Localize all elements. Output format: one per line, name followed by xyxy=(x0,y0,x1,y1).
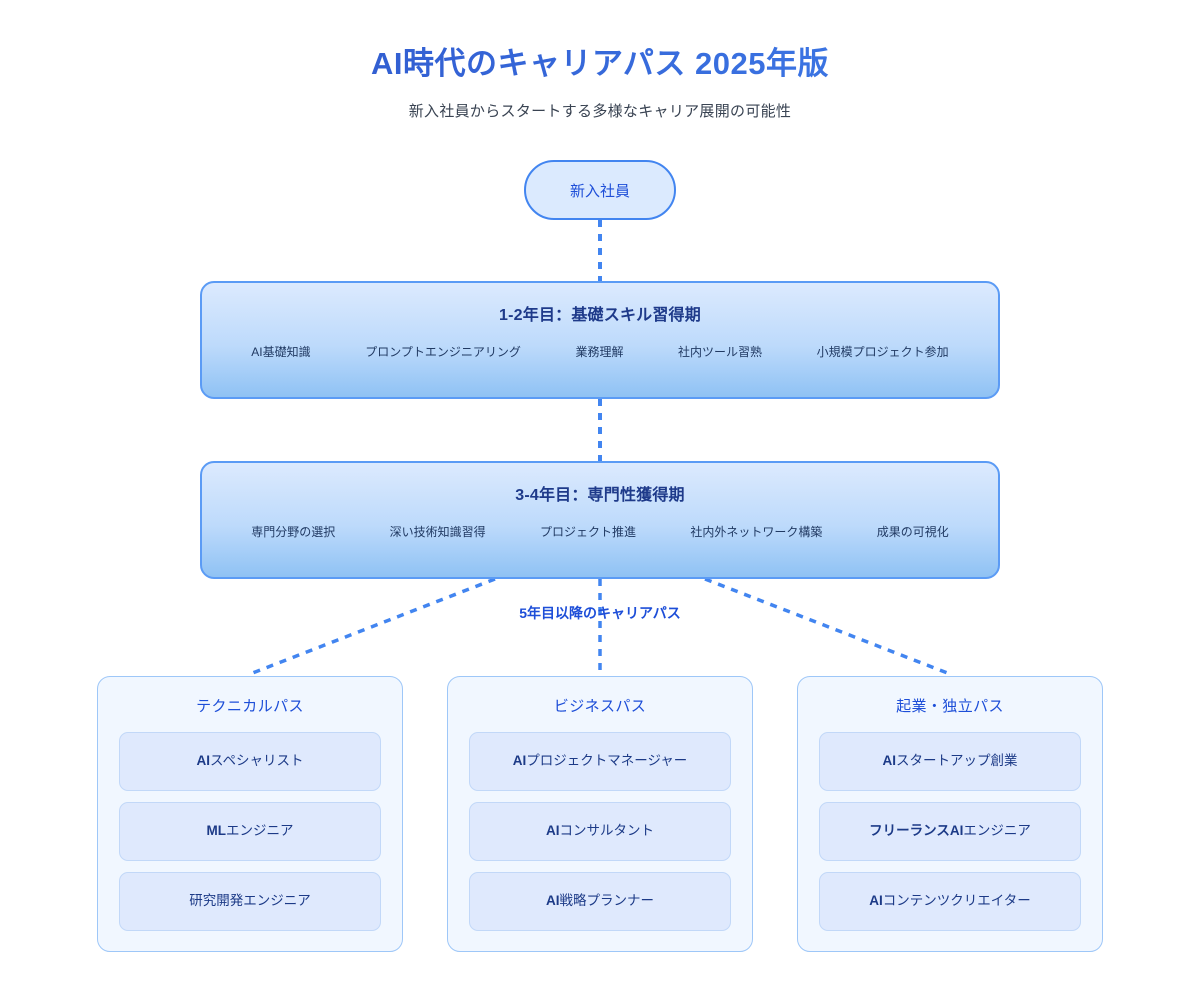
role-emphasis: ML xyxy=(206,823,227,839)
role-label: プロジェクトマネージャー xyxy=(526,753,688,769)
stage-2-skill: 深い技術知識習得 xyxy=(389,525,486,539)
stage-box-1[interactable]: 1-2年目：基礎スキル習得期 AI基礎知識 プロンプトエンジニアリング 業務理解 社内… xyxy=(200,281,1000,399)
connector-stage2-to-entrepreneur xyxy=(704,577,951,676)
start-node-label: 新入社員 xyxy=(569,182,630,200)
stage-1-skill: AI基礎知識 xyxy=(251,345,311,359)
stage-1-title: 1-2年目：基礎スキル習得期 xyxy=(499,307,701,324)
stage-2-title: 3-4年目：専門性獲得期 xyxy=(515,487,685,504)
stage-2-skill: 成果の可視化 xyxy=(876,525,949,539)
stage-1-skill: 小規模プロジェクト参加 xyxy=(816,345,949,359)
diagram-header: AI時代のキャリアパス 2025年版 新入社員からスタートする多様なキャリア展開… xyxy=(0,44,1200,121)
page-title: AI時代のキャリアパス 2025年版 xyxy=(0,44,1200,84)
connector-stage2-to-technical xyxy=(249,577,496,676)
path-column-title: テクニカルパス xyxy=(196,698,304,715)
role-label: 戦略プランナー xyxy=(559,893,655,909)
stage-box-2[interactable]: 3-4年目：専門性獲得期 専門分野の選択 深い技術知識習得 プロジェクト推進 社内外ネ… xyxy=(200,461,1000,579)
stage-2-skill: 社内外ネットワーク構築 xyxy=(690,525,823,539)
stage-2-skill: 専門分野の選択 xyxy=(251,525,336,539)
role-label: エンジニア xyxy=(963,823,1031,839)
stage-1-skill: 社内ツール習熟 xyxy=(678,345,763,359)
role-card[interactable]: 研究開発エンジニア xyxy=(119,872,381,931)
role-label: スタートアップ創業 xyxy=(896,753,1018,769)
branch-label: 5年目以降のキャリアパス xyxy=(519,605,681,621)
role-emphasis: フリーランスAI xyxy=(869,823,964,839)
role-emphasis: AI xyxy=(196,753,210,769)
path-column-title: ビジネスパス xyxy=(553,698,647,715)
role-label: 研究開発エンジニア xyxy=(189,893,311,909)
role-emphasis: AI xyxy=(882,753,897,769)
page-subtitle: 新入社員からスタートする多様なキャリア展開の可能性 xyxy=(408,103,792,121)
path-column-title: 起業・独立パス xyxy=(896,698,1004,715)
stage-2-skill-list: 専門分野の選択 深い技術知識習得 プロジェクト推進 社内外ネットワーク構築 成果の可視化 xyxy=(202,523,998,540)
role-emphasis: AI xyxy=(546,823,560,839)
role-label: コンテンツクリエイター xyxy=(882,893,1031,909)
stage-1-skill: 業務理解 xyxy=(575,345,624,359)
role-emphasis: AI xyxy=(869,893,883,909)
role-label: スペシャリスト xyxy=(209,753,304,769)
stage-2-skill: プロジェクト推進 xyxy=(539,525,636,539)
start-node[interactable]: 新入社員 xyxy=(524,160,676,220)
stage-1-skill-list: AI基礎知識 プロンプトエンジニアリング 業務理解 社内ツール習熟 小規模プロジェクト参… xyxy=(202,343,998,360)
role-label: エンジニア xyxy=(226,823,294,839)
role-emphasis: AI xyxy=(512,753,527,769)
stage-1-skill: プロンプトエンジニアリング xyxy=(365,345,521,359)
role-label: コンサルタント xyxy=(559,823,655,839)
role-emphasis: AI xyxy=(546,893,560,909)
